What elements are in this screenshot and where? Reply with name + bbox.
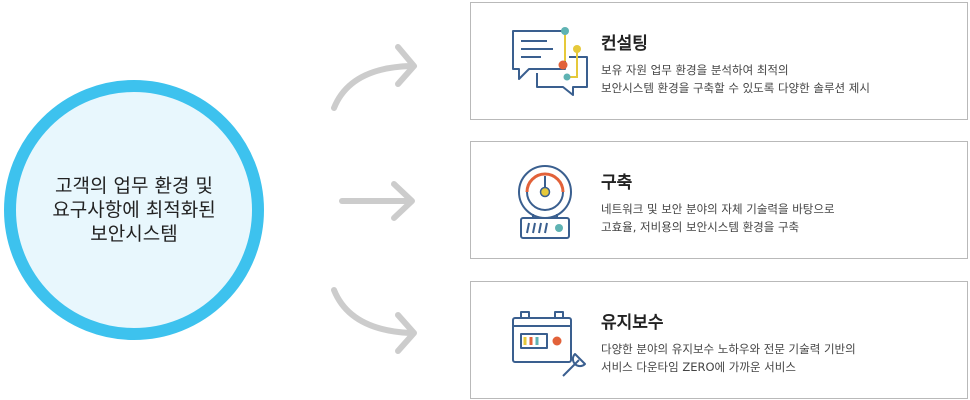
hub-line: 보안시스템 [90,223,178,245]
chat-bubbles-icon [512,27,588,96]
service-title: 구축 [601,173,633,193]
arrow-up-head [395,44,417,87]
hub-text: 고객의 업무 환경 및 요구사항에 최적화된 보안시스템 [52,174,215,246]
service-card-build: 구축 네트워크 및 보안 분야의 자체 기술력을 바탕으로 고효율, 저비용의 … [470,141,968,259]
service-title: 유지보수 [601,313,664,333]
service-card-maintenance: 유지보수 다양한 분야의 유지보수 노하우와 전문 기술력 기반의 서비스 다운… [470,281,968,399]
battery-wrench-icon [512,311,586,377]
desc-line: 다양한 분야의 유지보수 노하우와 전문 기술력 기반의 [601,342,856,356]
desc-line: 서비스 다운타임 ZERO에 가까운 서비스 [601,360,796,374]
hub-line: 요구사항에 최적화된 [52,199,216,221]
service-title: 컨설팅 [601,34,648,54]
service-card-consulting: 컨설팅 보유 자원 업무 환경을 분석하여 최적의 보안시스템 환경을 구축할 … [470,2,968,120]
desc-line: 고효율, 저비용의 보안시스템 환경을 구축 [601,220,800,234]
arrow-down-curve [331,287,413,336]
desc-line: 보유 자원 업무 환경을 분석하여 최적의 [601,63,789,77]
service-description: 다양한 분야의 유지보수 노하우와 전문 기술력 기반의 서비스 다운타임 ZE… [601,340,856,376]
arrow-up-curve [331,63,413,111]
gauge-meter-icon [518,165,572,239]
arrow-down-head [395,312,417,354]
hub-line: 고객의 업무 환경 및 [55,175,213,197]
arrow-straight-head [391,181,415,221]
desc-line: 보안시스템 환경을 구축할 수 있도록 다양한 솔루션 제시 [601,81,870,95]
service-description: 보유 자원 업무 환경을 분석하여 최적의 보안시스템 환경을 구축할 수 있도… [601,61,870,97]
service-description: 네트워크 및 보안 분야의 자체 기술력을 바탕으로 고효율, 저비용의 보안시… [601,200,835,236]
desc-line: 네트워크 및 보안 분야의 자체 기술력을 바탕으로 [601,202,835,216]
